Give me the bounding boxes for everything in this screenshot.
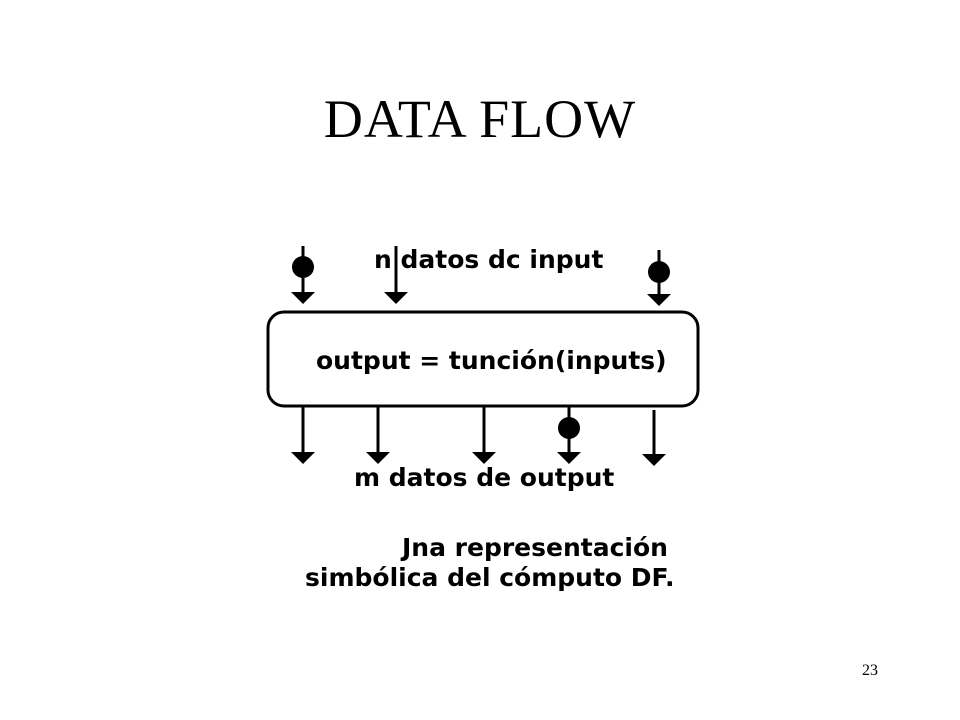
node-function-text: output = tunción(inputs): [316, 346, 667, 375]
slide-title: DATA FLOW: [323, 89, 637, 149]
caption-line-1: Jna representación: [400, 533, 668, 562]
token-dot: [648, 261, 670, 283]
input-arrow-2: [384, 246, 408, 304]
input-arrow-1: [291, 246, 315, 304]
input-arrow-3: [647, 250, 671, 306]
output-arrow-4: [557, 406, 581, 464]
output-arrow-5: [642, 410, 666, 466]
token-dot: [292, 256, 314, 278]
page-number: 23: [862, 662, 878, 679]
output-arrow-1: [291, 406, 315, 464]
output-label: m datos de output: [354, 463, 614, 492]
token-dot: [558, 417, 580, 439]
caption-line-2: simbólica del cómputo DF.: [305, 563, 674, 592]
output-arrow-3: [472, 406, 496, 464]
output-arrow-2: [366, 406, 390, 464]
input-label: n datos dc input: [374, 245, 603, 274]
